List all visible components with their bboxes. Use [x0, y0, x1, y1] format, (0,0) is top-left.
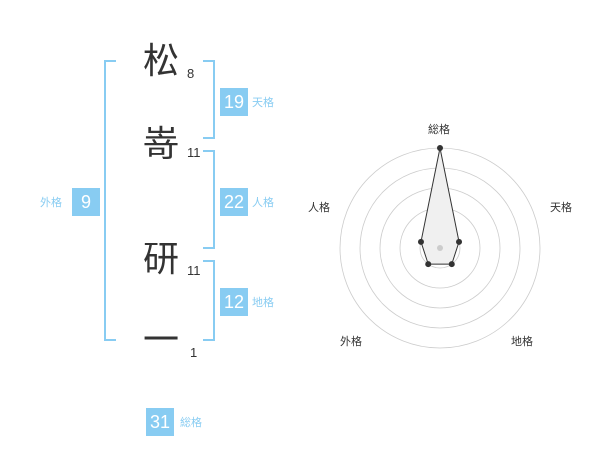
radar-axis-label-jinkaku: 人格	[308, 201, 330, 214]
stroke-count-2: 11	[187, 145, 201, 160]
jinkaku-label: 人格	[252, 196, 274, 209]
radar-point-5	[417, 238, 424, 245]
radar-point-4	[425, 261, 432, 268]
name-char-4: 一	[142, 320, 179, 361]
stroke-count-1: 8	[187, 66, 195, 81]
name-char-1: 松	[142, 41, 179, 82]
radar-point-2	[456, 238, 463, 245]
radar-point-1	[437, 145, 443, 151]
jinkaku-value: 22	[220, 188, 248, 216]
radar-axis-label-tenkaku: 天格	[550, 201, 572, 214]
radar-center-dot	[437, 245, 443, 251]
gaikaku-label: 外格	[40, 196, 62, 209]
tenkaku-label: 天格	[252, 96, 274, 109]
tenkaku-bracket	[203, 60, 215, 139]
name-char-2: 嵜	[142, 124, 179, 165]
name-char-3: 研	[142, 239, 179, 280]
chikaku-bracket	[203, 260, 215, 341]
radar-point-3	[448, 261, 455, 268]
soukaku-value: 31	[146, 408, 174, 436]
radar-polygon	[420, 147, 460, 265]
chikaku-value: 12	[220, 288, 248, 316]
radar-axis-label-gaikaku: 外格	[340, 335, 362, 348]
radar-axis-label-chikaku: 地格	[511, 335, 533, 348]
stroke-count-4: 1	[190, 345, 198, 360]
chikaku-label: 地格	[252, 296, 274, 309]
stroke-count-3: 11	[187, 263, 201, 278]
jinkaku-bracket	[203, 150, 215, 249]
gaikaku-value: 9	[72, 188, 100, 216]
tenkaku-value: 19	[220, 88, 248, 116]
soukaku-label: 総格	[180, 416, 202, 429]
radar-axis-label-soukaku: 総格	[428, 123, 450, 136]
gaikaku-bracket	[104, 60, 116, 341]
